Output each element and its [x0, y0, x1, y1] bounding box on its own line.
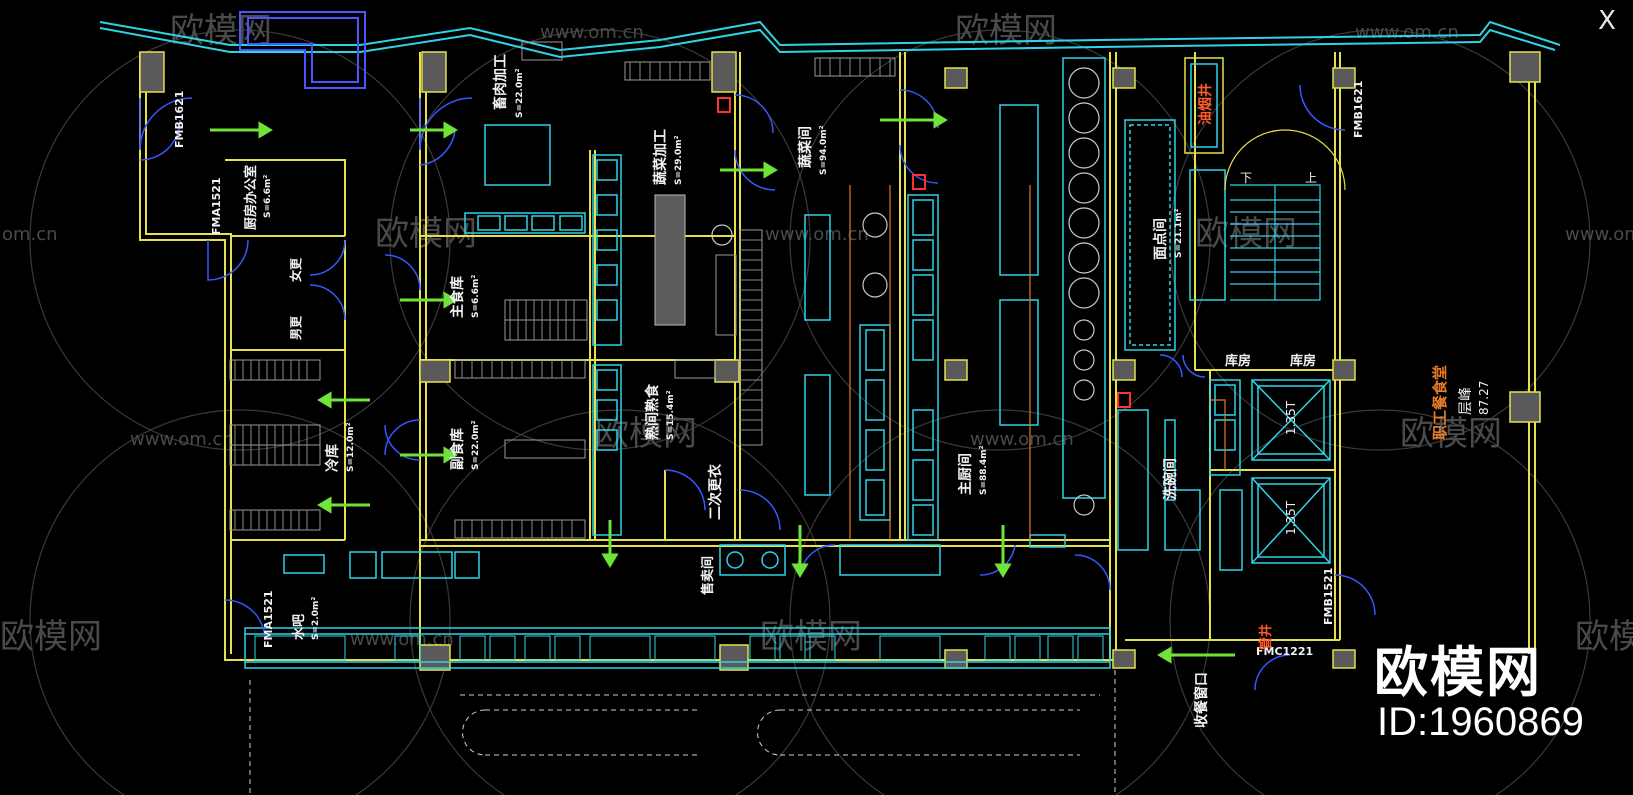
room-label-restaurant: 职工餐食堂 [1431, 365, 1449, 440]
room-label-veg-process: 蔬菜加工 [652, 129, 669, 185]
stair-up-label: 上 [1305, 171, 1317, 185]
door-code: FMA1521 [210, 177, 223, 235]
room-label-storage: 库房 [1225, 353, 1251, 369]
elevator-label: 1.35T [1284, 500, 1298, 535]
hatch-pattern [234, 58, 891, 538]
room-label-veg-room: 蔬菜间 [797, 126, 814, 168]
watermark-domain: www.om.cn [540, 22, 644, 43]
doors [139, 84, 1376, 691]
door-code: FMA1521 [262, 590, 275, 648]
level-value: 87.27 [1477, 381, 1491, 415]
room-label-meat-process: 畜肉加工 [492, 54, 509, 110]
stair-down-label: 下 [1240, 171, 1252, 185]
room-label-serving: 售卖间 [700, 556, 716, 595]
room-label-cooked-food: 熟间熟食 [644, 383, 661, 440]
area-label: S=21.1m² [1174, 208, 1184, 258]
structural-columns [139, 51, 1541, 671]
area-label: S=15.4m² [666, 390, 676, 440]
watermark-domain: www.om.cn [130, 429, 234, 450]
area-label: S=12.0m² [346, 422, 356, 472]
watermark-domain: www.om.cn [970, 429, 1074, 450]
door-code: FMC1221 [1256, 645, 1313, 658]
watermark-domain: www.om.cn [765, 224, 869, 245]
bottom-counter-grilles [254, 635, 1104, 661]
watermark-brand: 欧模网 [955, 11, 1057, 51]
area-label: S=29.0m² [674, 135, 684, 185]
electrical-lines [849, 185, 1226, 540]
room-label-storage: 库房 [1290, 353, 1316, 369]
room-label-male-wc: 男更 [289, 315, 303, 340]
parking-area [249, 670, 1116, 795]
watermark-circles [29, 29, 1591, 795]
room-label-female-wc: 女更 [288, 257, 303, 282]
door-code: FMB1621 [173, 91, 186, 148]
area-label: S=22.0m² [471, 420, 481, 470]
watermark-domain: om.cn [2, 224, 58, 245]
room-label-side-store: 副食库 [449, 428, 466, 470]
room-label-pickup-window: 收餐窗口 [1193, 672, 1210, 728]
door-code: FMB1621 [1352, 81, 1365, 138]
area-label: S=2.0m² [311, 597, 321, 640]
flow-arrows [210, 111, 1235, 664]
area-label: S=88.4m² [979, 445, 989, 495]
model-id-label: ID:1960869 [1377, 700, 1584, 744]
stair [1224, 129, 1346, 301]
area-label: S=6.6m² [471, 275, 481, 318]
room-label-cold-store: 冷库 [324, 444, 341, 472]
fire-hydrant-markers [717, 97, 1131, 408]
watermark-brand: 欧模网 [760, 617, 862, 657]
area-label: S=6.6m² [263, 175, 273, 218]
room-label-dish-room: 洗碗间 [1162, 458, 1179, 500]
watermark-brand: 欧模网 [1400, 414, 1502, 454]
room-label-bar: 水吧 [291, 614, 307, 640]
watermark-brand: 欧模网 [0, 617, 102, 657]
close-button[interactable]: X [1598, 6, 1616, 36]
room-label-staple-store: 主食库 [449, 276, 466, 318]
room-label-oil-well: 油烟井 [1197, 83, 1214, 125]
room-label-main-kitchen: 主厨间 [957, 453, 974, 495]
level-label: 层峰 [1458, 387, 1474, 415]
room-label-chef-office: 厨房办公室 [243, 165, 259, 230]
hatched-counters [229, 41, 896, 539]
room-label-second-change: 二次更衣 [707, 463, 724, 520]
elevator-shafts [1251, 379, 1331, 564]
top-facade [99, 11, 1561, 89]
watermark-domain: www.om.cn [1355, 22, 1459, 43]
wok-range [711, 67, 1100, 516]
area-label: S=94.0m² [819, 125, 829, 175]
watermark-domain: www.om.cn [1565, 224, 1633, 245]
door-code: FMB1521 [1322, 568, 1335, 625]
watermark-brand: 欧模网 [1195, 214, 1297, 254]
brand-logo-text: 欧模网 [1374, 641, 1542, 704]
room-label-pastry: 面点间 [1152, 218, 1169, 260]
watermark-brand: 欧模网 [1575, 617, 1633, 657]
room-label-pipe-well: 管井 [1258, 624, 1274, 650]
elevator-label: 1.35T [1284, 400, 1298, 435]
area-label: S=22.0m² [515, 68, 525, 118]
kitchen-equipment [244, 57, 1243, 669]
